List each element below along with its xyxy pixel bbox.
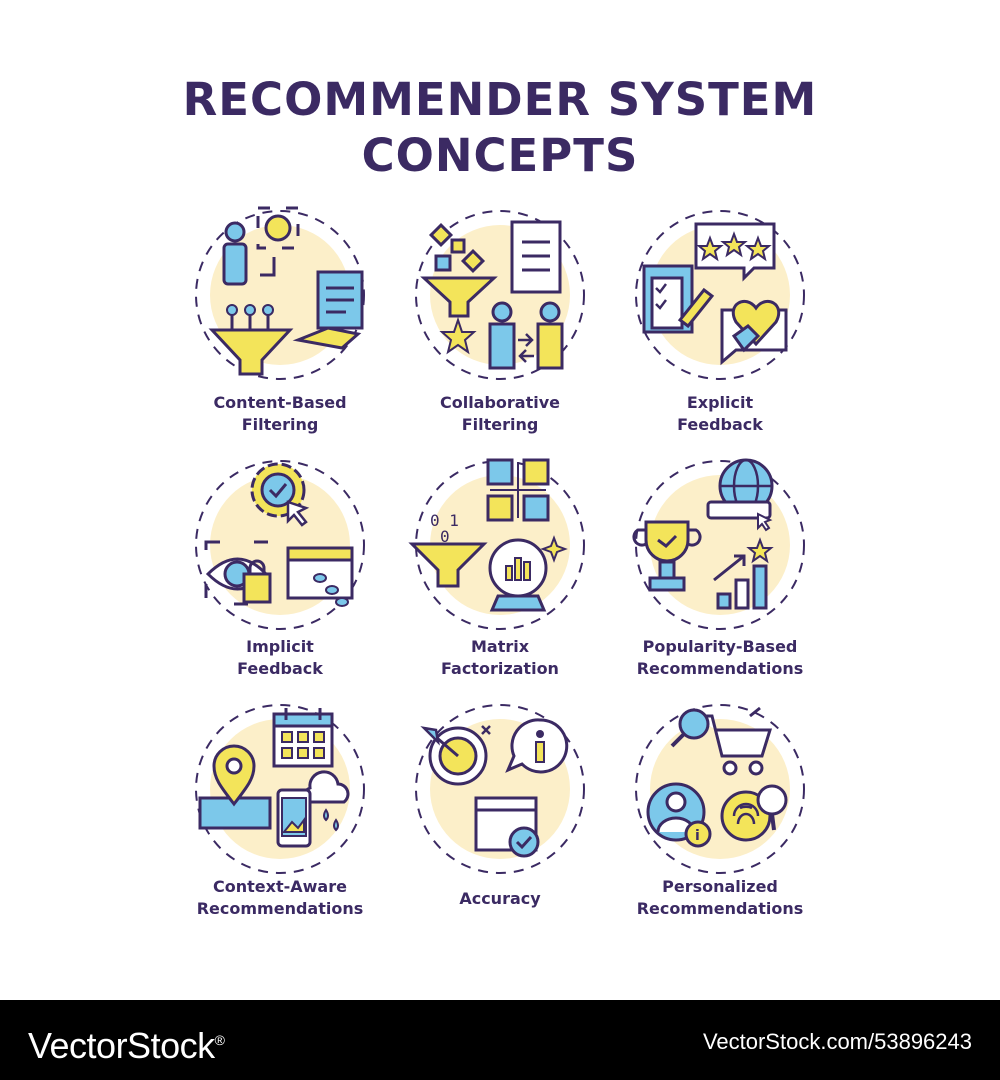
svg-text:0 1: 0 1 <box>430 511 459 530</box>
matrix-factorization-icon: 0 1 0 <box>408 458 585 630</box>
implicit-feedback-icon <box>195 460 365 630</box>
personalized-icon: i <box>635 704 805 874</box>
popularity-icon <box>632 458 805 630</box>
context-aware-icon <box>195 704 365 874</box>
image-url: VectorStock.com/53896243 <box>702 1029 972 1054</box>
title-line-1: RECOMMENDER SYSTEM <box>182 73 818 126</box>
accuracy-icon <box>415 704 585 874</box>
svg-text:0: 0 <box>440 527 450 546</box>
brand-logo: VectorStock® <box>28 1025 225 1066</box>
title-line-2: CONCEPTS <box>361 129 639 182</box>
svg-text:i: i <box>695 828 700 844</box>
concept-accuracy: Accuracy <box>390 694 610 934</box>
footer-bar: VectorStock® VectorStock.com/53896243 <box>0 1000 1000 1080</box>
page-title: RECOMMENDER SYSTEM CONCEPTS <box>0 72 1000 184</box>
explicit-feedback-icon <box>635 210 805 380</box>
concept-label: Accuracy <box>459 889 541 908</box>
content-filtering-icon <box>195 206 365 380</box>
collaborative-filtering-icon <box>415 210 585 380</box>
